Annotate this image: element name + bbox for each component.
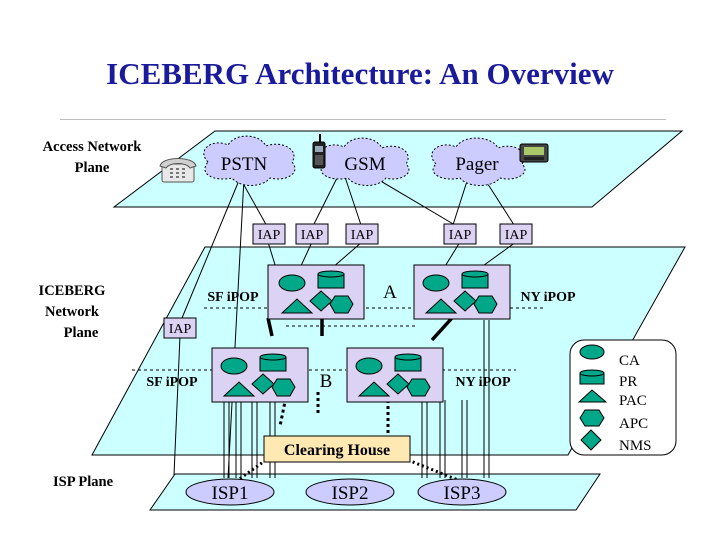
gsm-label: GSM bbox=[344, 154, 385, 175]
pager-label: Pager bbox=[455, 154, 499, 175]
iap-label: IAP bbox=[351, 228, 374, 243]
isp2-label: ISP2 bbox=[332, 483, 369, 504]
access-connection-lines bbox=[173, 169, 517, 479]
legend-ca-label: CA bbox=[619, 353, 640, 369]
legend-ca-icon bbox=[579, 344, 605, 360]
isp-plane-label: ISP Plane bbox=[52, 474, 114, 490]
iap-box-6: IAP bbox=[163, 317, 197, 339]
isp3-label: ISP3 bbox=[444, 483, 481, 504]
sf-ipop-label-a: SF iPOP bbox=[207, 290, 259, 305]
legend-pac-label: PAC bbox=[619, 393, 647, 409]
isp1-label: ISP1 bbox=[212, 483, 249, 504]
legend-pr-label: PR bbox=[619, 374, 637, 390]
cloud-pager: Pager bbox=[431, 137, 526, 186]
iap-box-4: IAP bbox=[443, 223, 477, 245]
legend-nms-label: NMS bbox=[619, 438, 652, 454]
ipop-box-ny-a bbox=[413, 264, 511, 320]
sf-ipop-label-b: SF iPOP bbox=[146, 375, 198, 390]
access-plane-label-line2: Plane bbox=[74, 160, 110, 176]
iceberg-plane-label-line3: Plane bbox=[63, 325, 99, 341]
cluster-label-b: B bbox=[320, 371, 333, 392]
cloud-pstn: PSTN bbox=[203, 135, 296, 186]
iceberg-plane-label-line1: ICEBERG bbox=[38, 283, 106, 299]
pstn-label: PSTN bbox=[221, 154, 268, 175]
isp-node-3: ISP3 bbox=[417, 478, 507, 506]
telephone-icon bbox=[159, 158, 197, 183]
clearing-house: Clearing House bbox=[263, 435, 411, 463]
ipop-box-sf-a bbox=[267, 264, 365, 320]
iap-label: IAP bbox=[505, 228, 528, 243]
ny-ipop-label-b: NY iPOP bbox=[455, 375, 511, 390]
iap-label: IAP bbox=[258, 228, 281, 243]
clearing-house-label: Clearing House bbox=[284, 442, 390, 459]
ipop-box-ny-b bbox=[346, 347, 444, 403]
iap-box-2: IAP bbox=[295, 223, 329, 245]
legend: CA PR PAC APC NMS bbox=[569, 339, 677, 456]
cellphone-icon bbox=[312, 134, 326, 169]
access-plane-label: Access Network Plane bbox=[22, 137, 162, 179]
iap-box-3: IAP bbox=[345, 223, 379, 245]
legend-pac-icon bbox=[577, 389, 608, 403]
legend-nms-icon bbox=[580, 429, 602, 451]
legend-pr-icon-top bbox=[579, 369, 605, 377]
iceberg-plane-label-line2: Network bbox=[45, 304, 99, 320]
access-plane-label-line1: Access Network bbox=[42, 139, 142, 155]
ipop-box-sf-b bbox=[211, 347, 309, 403]
isp-trunk-lines bbox=[223, 320, 490, 478]
iap-label: IAP bbox=[301, 228, 324, 243]
iap-label: IAP bbox=[449, 228, 472, 243]
iceberg-plane-label: ICEBERG Network Plane bbox=[16, 281, 128, 344]
cloud-gsm: GSM bbox=[319, 137, 410, 186]
title-divider bbox=[60, 119, 666, 120]
page-title: ICEBERG Architecture: An Overview bbox=[106, 56, 614, 91]
pager-icon bbox=[519, 143, 549, 163]
ny-ipop-label-a: NY iPOP bbox=[520, 290, 576, 305]
legend-apc-label: APC bbox=[619, 416, 648, 432]
clearing-house-links bbox=[237, 458, 459, 482]
iap-label: IAP bbox=[169, 322, 192, 337]
isp-node-1: ISP1 bbox=[185, 478, 275, 506]
isp-node-2: ISP2 bbox=[305, 478, 395, 506]
cluster-label-a: A bbox=[383, 282, 397, 303]
iap-box-1: IAP bbox=[252, 223, 286, 245]
iap-box-5: IAP bbox=[499, 223, 533, 245]
legend-apc-icon bbox=[579, 409, 605, 427]
